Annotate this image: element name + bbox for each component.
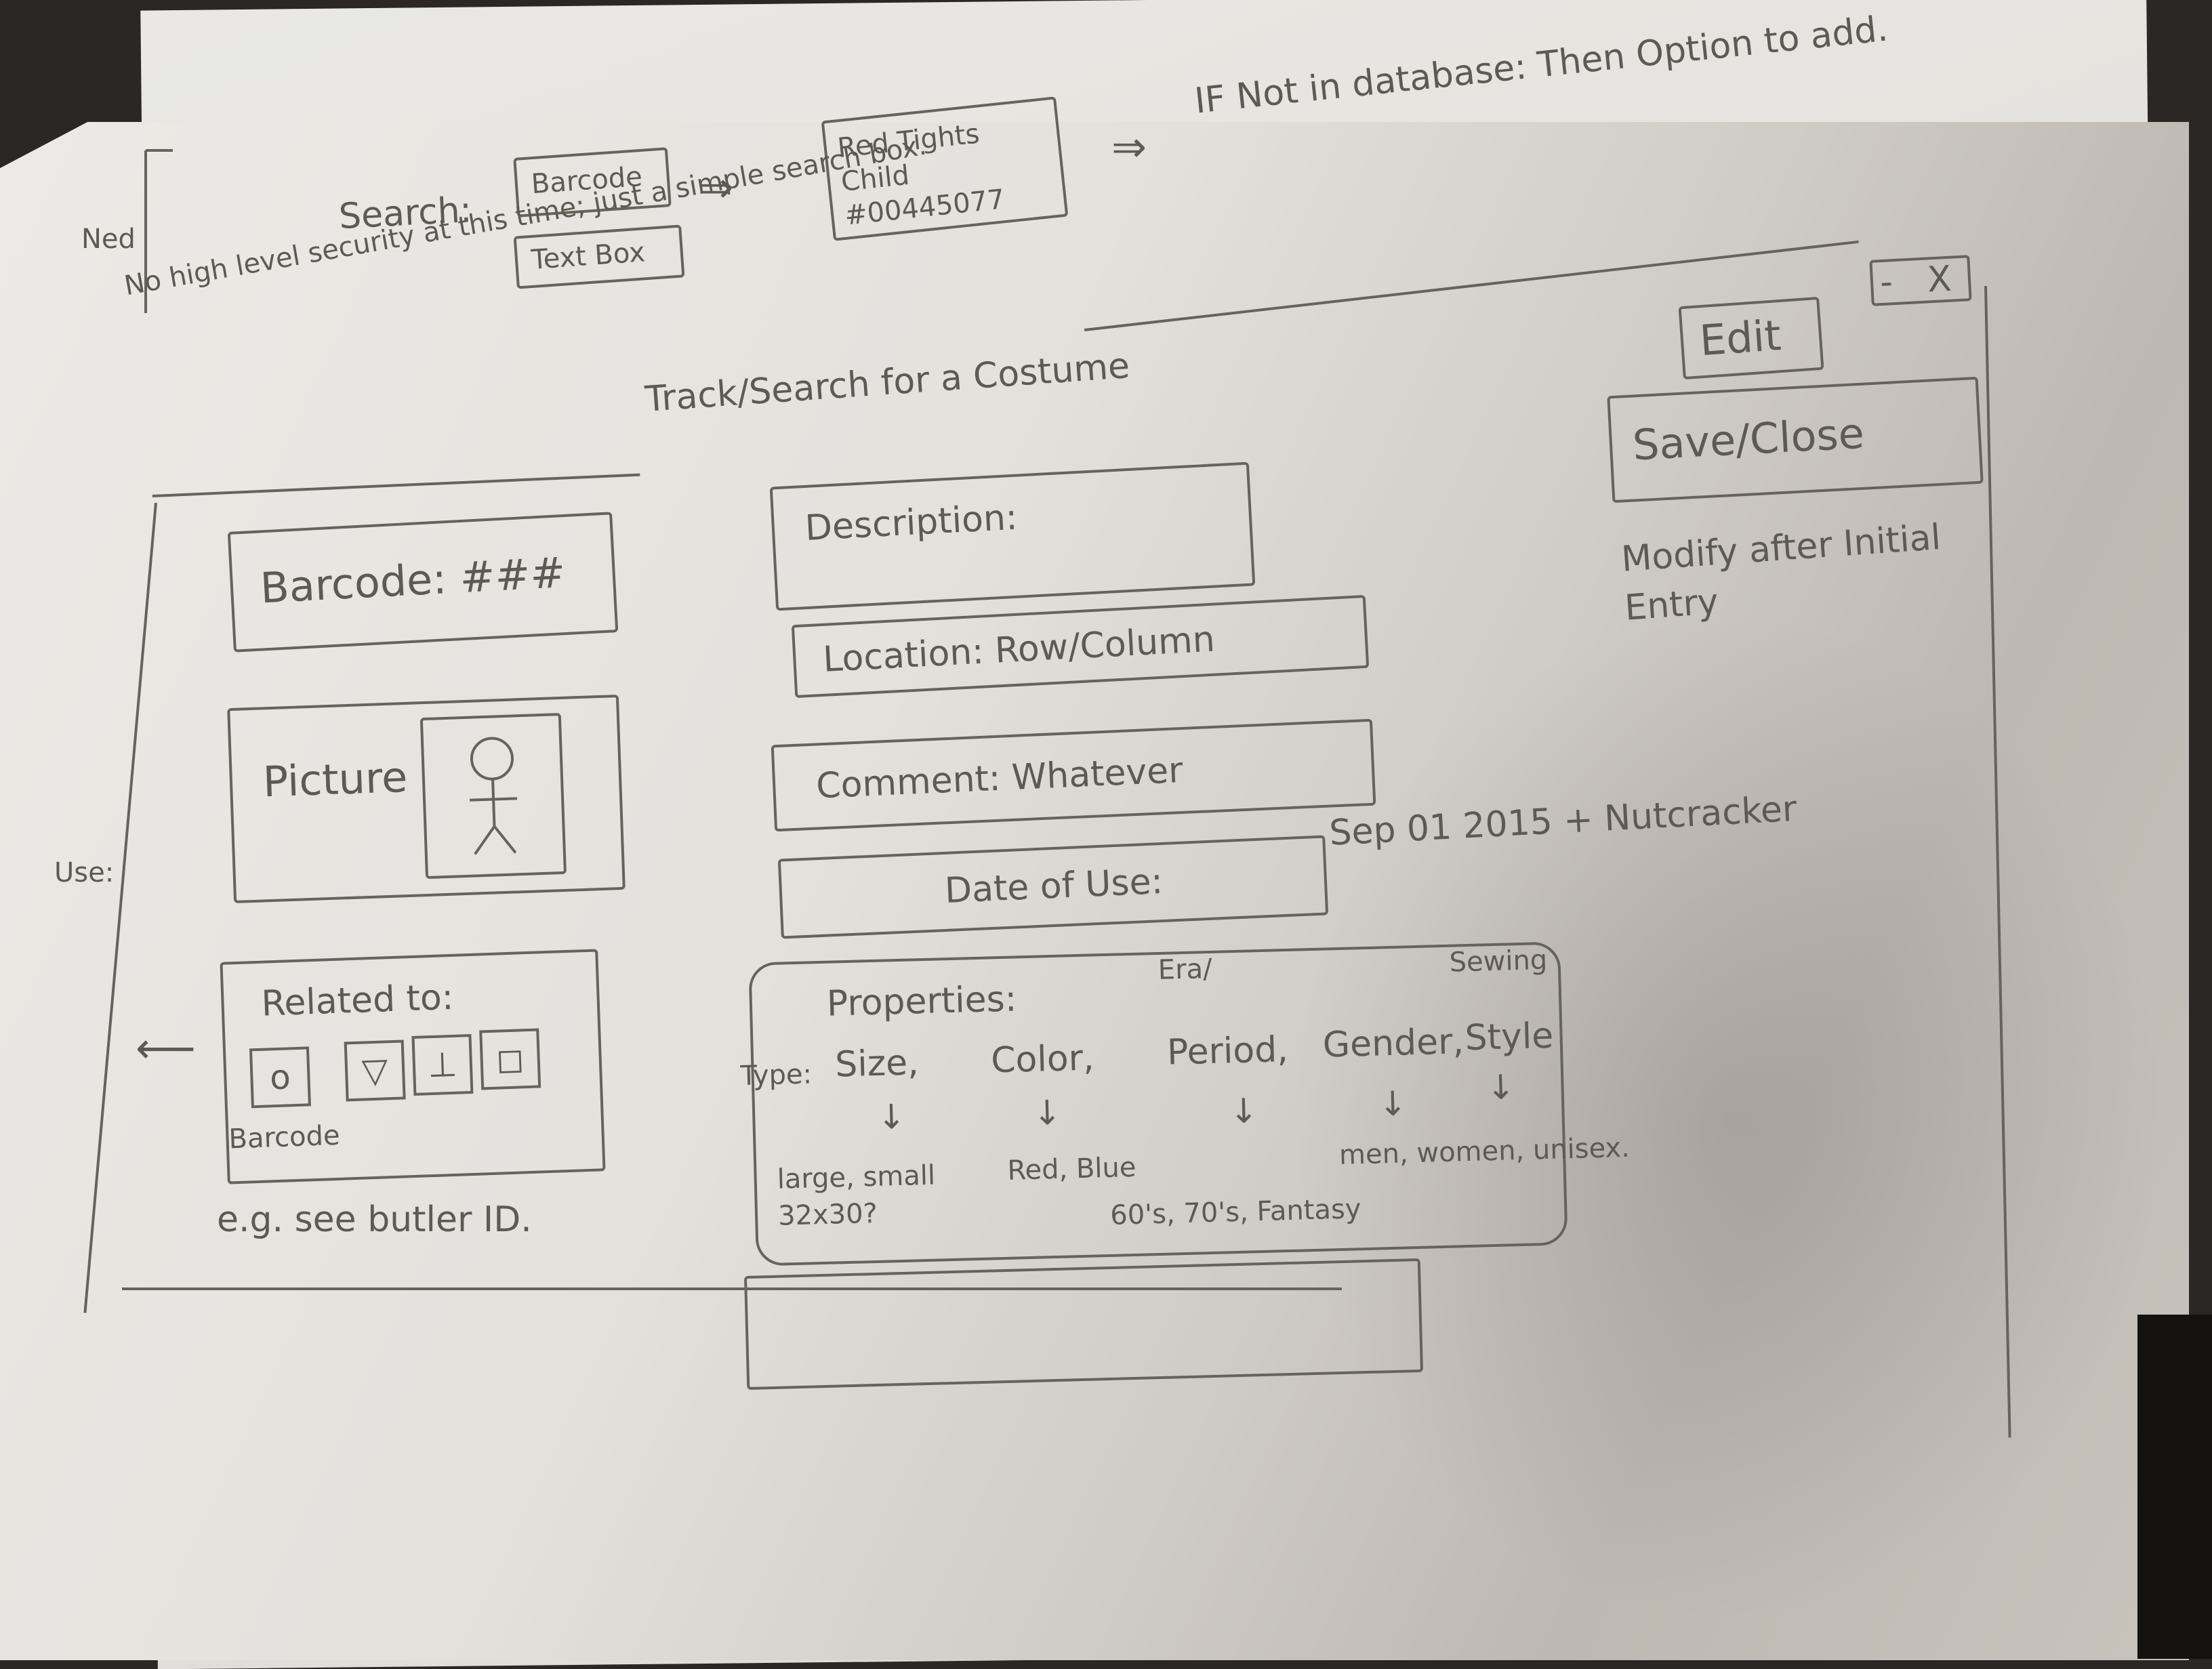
window-side-label: Use: bbox=[54, 857, 115, 888]
era-label: Era/ bbox=[1158, 953, 1213, 986]
property-style: Style bbox=[1464, 1015, 1554, 1059]
arrow-down-icon: ↓ bbox=[1378, 1084, 1408, 1124]
comment-label: Comment: Whatever bbox=[815, 749, 1184, 807]
shadow bbox=[1288, 610, 2169, 1626]
property-period: Period, bbox=[1166, 1029, 1289, 1073]
barcode-caption: Barcode bbox=[228, 1119, 341, 1155]
related-to-panel: Related to: o ▽ ⊥ ◻ Barcode bbox=[220, 949, 606, 1184]
search-result-text: Red Tights Child #00445077 bbox=[836, 118, 1006, 232]
table-edge bbox=[2137, 1315, 2212, 1659]
property-color: Color, bbox=[990, 1037, 1095, 1081]
description-label: Description: bbox=[804, 497, 1019, 549]
barcode-field-label: Barcode: ### bbox=[259, 548, 567, 613]
save-close-label: Save/Close bbox=[1631, 408, 1866, 470]
picture-field: Picture bbox=[227, 695, 626, 903]
edit-button-label: Edit bbox=[1698, 310, 1783, 366]
location-label: Location: Row/Column bbox=[821, 619, 1216, 680]
arrow-icon: ⇒ bbox=[698, 163, 733, 212]
related-item-square-icon[interactable]: ◻ bbox=[479, 1028, 541, 1090]
barcode-field[interactable]: Barcode: ### bbox=[227, 512, 619, 653]
picture-label: Picture bbox=[262, 751, 409, 807]
properties-panel: Properties: Era/ Sewing Type: Size, Colo… bbox=[740, 941, 1630, 1266]
minimize-icon[interactable]: - bbox=[1879, 262, 1894, 304]
window-bottom-border bbox=[122, 1287, 1342, 1290]
date-label: Date of Use: bbox=[943, 861, 1164, 911]
edit-button[interactable]: Edit bbox=[1678, 296, 1824, 380]
color-examples: Red, Blue bbox=[1006, 1151, 1137, 1187]
arrow-down-icon: ↓ bbox=[1229, 1091, 1258, 1132]
paper-sheet bbox=[0, 122, 2189, 1660]
save-close-button[interactable]: Save/Close bbox=[1607, 376, 1984, 503]
size-examples: large, small 32x30? bbox=[777, 1159, 936, 1232]
period-examples: 60's, 70's, Fantasy bbox=[1109, 1193, 1362, 1231]
left-arrow-icon: ⟵ bbox=[136, 1023, 196, 1073]
example-note: e.g. see butler ID. bbox=[217, 1199, 532, 1240]
person-icon bbox=[470, 737, 518, 855]
picture-image bbox=[419, 712, 567, 880]
related-item-circle-icon[interactable]: o bbox=[249, 1046, 311, 1109]
property-gender: Gender, bbox=[1322, 1021, 1465, 1066]
related-icon-label-0: o bbox=[269, 1057, 291, 1098]
description-field[interactable]: Description: bbox=[769, 461, 1256, 611]
related-icon-label-1: ▽ bbox=[361, 1050, 389, 1091]
extra-field[interactable] bbox=[743, 1258, 1424, 1390]
related-item-stand-icon[interactable]: ⊥ bbox=[411, 1033, 474, 1096]
types-label: Type: bbox=[740, 1058, 813, 1092]
sewing-label: Sewing bbox=[1449, 944, 1548, 978]
properties-label: Properties: bbox=[826, 978, 1017, 1025]
related-item-triangle-icon[interactable]: ▽ bbox=[344, 1039, 406, 1102]
arrow-down-icon: ↓ bbox=[1486, 1067, 1516, 1108]
arrow-down-icon: ↓ bbox=[1032, 1092, 1062, 1133]
arrow-icon-2: ⇒ bbox=[1111, 122, 1147, 171]
textbox-search-label: Text Box bbox=[530, 236, 647, 276]
window-controls: - X bbox=[1869, 255, 1972, 306]
related-icon-label-3: ◻ bbox=[495, 1039, 525, 1079]
related-icon-label-2: ⊥ bbox=[427, 1044, 458, 1086]
bracket-top bbox=[146, 149, 173, 152]
close-icon[interactable]: X bbox=[1926, 258, 1953, 301]
arrow-down-icon: ↓ bbox=[876, 1096, 907, 1137]
property-size: Size, bbox=[834, 1042, 920, 1086]
top-side-label: Ned bbox=[81, 224, 136, 255]
related-label: Related to: bbox=[260, 976, 455, 1025]
